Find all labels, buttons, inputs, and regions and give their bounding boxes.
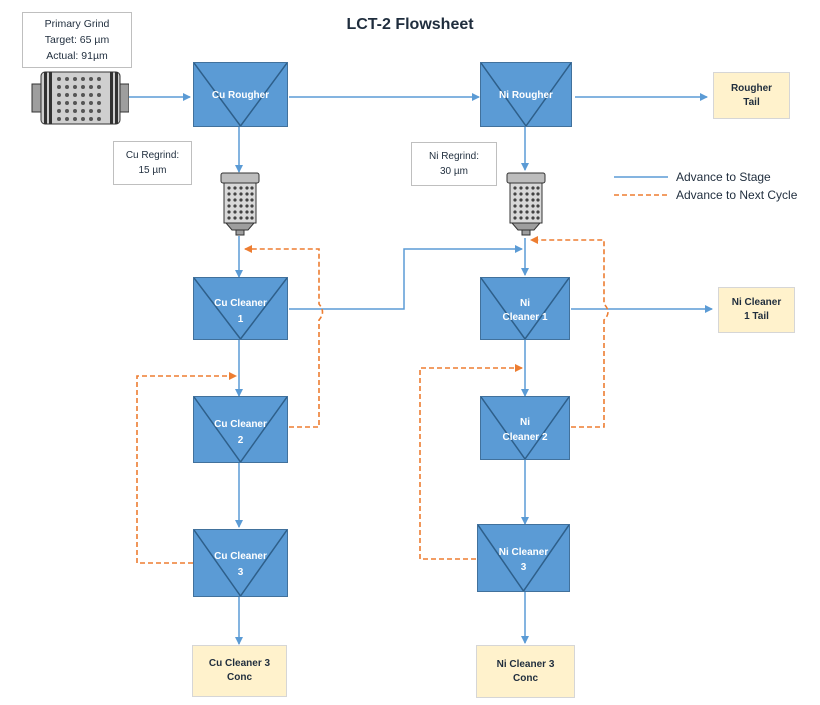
rougher-tail-line-1: Rougher — [730, 82, 773, 94]
cu-regrind-line-1: Cu Regrind: — [125, 150, 180, 161]
cu-cleaner-1-label-line-1: Cu Cleaner — [214, 298, 267, 309]
cu-rougher-label: Cu Rougher — [211, 90, 270, 101]
primary-grind-label: Primary Grind Target: 65 µm Actual: 91µm — [22, 12, 132, 68]
cu-cleaner-3-label-line-2: 3 — [237, 567, 244, 578]
ni-cleaner-1-tail-box: Ni Cleaner 1 Tail — [718, 287, 795, 333]
ni-cleaner-2-recycle-line — [530, 236, 609, 428]
cu-regrind-line-2: 15 µm — [138, 165, 167, 176]
ni-rougher-label: Ni Rougher — [499, 90, 553, 101]
rougher-tail-box: Rougher Tail — [713, 72, 790, 119]
ni-regrind-line-1: Ni Regrind: — [428, 151, 480, 162]
rougher-tail-line-2: Tail — [743, 96, 760, 108]
cu-cleaner-3-label-line-1: Cu Cleaner — [214, 551, 267, 562]
cu-conc-line-1: Cu Cleaner 3 — [208, 658, 271, 669]
ni-regrind-line-2: 30 µm — [440, 166, 468, 177]
cu-regrind-label: Cu Regrind: 15 µm — [113, 141, 192, 185]
cu-conc-line-2: Conc — [227, 672, 252, 683]
cu-cleaner-3-recycle-line — [136, 372, 237, 564]
primary-grind-title: Primary Grind — [44, 18, 110, 30]
ni-cleaner-1-cell: Ni Cleaner 1 — [480, 277, 570, 340]
page-title: LCT-2 Flowsheet — [346, 16, 474, 33]
ni-conc-box: Ni Cleaner 3 Conc — [476, 645, 575, 698]
ni-cleaner-2-label-line-1: Ni — [520, 417, 530, 428]
legend-advance-to-next-cycle: Advance to Next Cycle — [676, 188, 798, 202]
ni-regrind-label: Ni Regrind: 30 µm — [411, 142, 497, 186]
primary-grind-target: Target: 65 µm — [44, 34, 110, 46]
ni-conc-line-1: Ni Cleaner 3 — [496, 658, 555, 670]
ni-cleaner-1-label-line-2: Cleaner 1 — [502, 312, 548, 323]
ball-mill-icon — [31, 70, 130, 126]
cu-rougher-cell: Cu Rougher — [193, 62, 288, 127]
legend: Advance to Stage Advance to Next Cycle — [612, 166, 817, 210]
cu-cleaner-2-label-line-1: Cu Cleaner — [214, 419, 267, 430]
cu-cleaner-2-recycle-line — [244, 245, 324, 428]
ni-cleaner-3-label-line-1: Ni Cleaner — [498, 547, 549, 558]
ni-conc-line-2: Conc — [513, 672, 538, 684]
ni-cleaner-1-tail-line-2: 1 Tail — [744, 311, 769, 322]
ni-cleaner-3-recycle-line — [419, 364, 523, 560]
ni-cleaner-1-label-line-1: Ni — [520, 298, 530, 309]
cu-conc-box: Cu Cleaner 3 Conc — [192, 645, 287, 697]
ni-cleaner-1-tail-line-1: Ni Cleaner — [731, 297, 782, 308]
ni-rougher-cell: Ni Rougher — [480, 62, 572, 127]
primary-grind-actual: Actual: 91µm — [46, 50, 108, 62]
cu-cleaner-1-tail-to-ni-cleaner-line — [289, 245, 523, 310]
ni-cleaner-2-label-line-2: Cleaner 2 — [502, 432, 548, 443]
ni-regrind-mill-icon — [504, 172, 548, 236]
legend-advance-to-stage: Advance to Stage — [676, 170, 771, 184]
ni-cleaner-3-label-line-2: 3 — [520, 562, 527, 573]
cu-cleaner-2-label-line-2: 2 — [237, 435, 244, 446]
cu-regrind-mill-icon — [218, 172, 262, 236]
ni-cleaner-2-cell: Ni Cleaner 2 — [480, 396, 570, 460]
cu-cleaner-1-cell: Cu Cleaner 1 — [193, 277, 288, 340]
cu-cleaner-3-cell: Cu Cleaner 3 — [193, 529, 288, 597]
cu-cleaner-1-label-line-2: 1 — [237, 314, 244, 325]
cu-cleaner-2-cell: Cu Cleaner 2 — [193, 396, 288, 463]
ni-cleaner-3-cell: Ni Cleaner 3 — [477, 524, 570, 592]
